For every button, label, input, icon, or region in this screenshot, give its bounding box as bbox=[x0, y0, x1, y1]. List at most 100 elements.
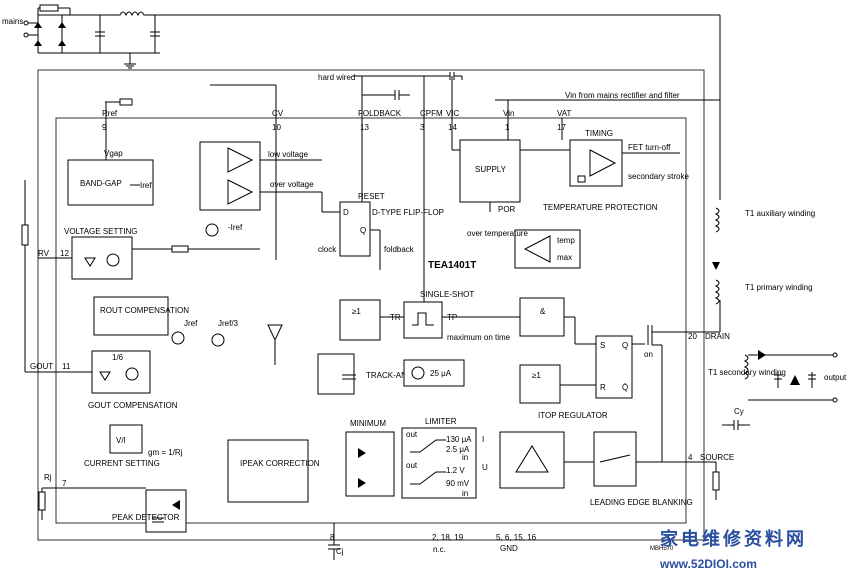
temp-label: temp bbox=[557, 236, 575, 245]
low-voltage-label: low voltage bbox=[268, 150, 309, 159]
pin13: 13 bbox=[360, 123, 369, 132]
minus-iref-label: -Iref bbox=[228, 223, 243, 232]
bandgap-label: BAND-GAP bbox=[80, 179, 122, 188]
mv90-label: 90 mV bbox=[446, 479, 470, 488]
max-on-time-label: maximum on time bbox=[447, 333, 511, 342]
pin9: 9 bbox=[102, 123, 107, 132]
clock-label: clock bbox=[318, 245, 337, 254]
or-gate-1 bbox=[339, 299, 381, 341]
d-label: D bbox=[343, 208, 349, 217]
watermark-url: www.52DIOI.com bbox=[659, 557, 757, 571]
on-label: on bbox=[644, 350, 653, 359]
cpfm-label: CPFM bbox=[420, 109, 443, 118]
leading-edge-label: LEADING EDGE BLANKING bbox=[590, 498, 693, 507]
voltage-setting-block bbox=[71, 236, 133, 280]
limiter-label: LIMITER bbox=[425, 417, 457, 426]
ic-inner-outline bbox=[55, 117, 687, 524]
out1-label: out bbox=[406, 430, 418, 439]
supply-label: SUPPLY bbox=[475, 165, 507, 174]
over-voltage-label: over voltage bbox=[270, 180, 314, 189]
or1-label: ≥1 bbox=[352, 307, 361, 316]
pins-gnd: 5, 6, 15, 16 bbox=[496, 533, 537, 542]
rv-label: RV bbox=[38, 249, 50, 258]
pins-nc: 2, 18, 19 bbox=[432, 533, 464, 542]
pin8: 8 bbox=[330, 533, 335, 542]
peak-detector-label: PEAK DETECTOR bbox=[112, 513, 180, 522]
minimum-block bbox=[345, 431, 395, 497]
gm-label: gm = 1/Rj bbox=[148, 448, 183, 457]
a25-label: 2.5 μA bbox=[446, 445, 470, 454]
watermark-cn: 家电维修资料网 bbox=[660, 528, 807, 549]
pin3: 3 bbox=[420, 123, 425, 132]
vgap-label: Vgap bbox=[104, 149, 123, 158]
vin-note: Vin from mains rectifier and filter bbox=[565, 91, 680, 100]
iref-label: Iref bbox=[140, 181, 152, 190]
in2-label: in bbox=[462, 489, 468, 498]
pin14: 14 bbox=[448, 123, 457, 132]
mbh-label: MBH570 bbox=[650, 546, 674, 552]
pin11: 11 bbox=[62, 362, 71, 371]
qbar-label: Q̄ bbox=[622, 383, 628, 392]
s-label: S bbox=[600, 341, 605, 350]
track-hold-label: TRACK-AND-HOLD bbox=[366, 371, 438, 380]
rref-label: Rref bbox=[102, 109, 118, 118]
vic-label: VIC bbox=[446, 109, 460, 118]
peak-detector-block bbox=[145, 489, 187, 533]
gout-comp-label: GOUT COMPENSATION bbox=[88, 401, 178, 410]
dtype-label: D-TYPE FLIP-FLOP bbox=[372, 208, 444, 217]
nc-label: n.c. bbox=[433, 545, 446, 554]
vat-label: VAT bbox=[557, 109, 571, 118]
current-setting-label: CURRENT SETTING bbox=[84, 459, 160, 468]
t1-secondary-label: T1 secondary winding bbox=[708, 368, 786, 377]
i25-label: 25 μA bbox=[430, 369, 452, 378]
jref3-label: Jref/3 bbox=[218, 319, 239, 328]
t1-primary-label: T1 primary winding bbox=[745, 283, 813, 292]
drain-label: DRAIN bbox=[705, 332, 730, 341]
u-label: U bbox=[482, 463, 488, 472]
rj-label: Rj bbox=[44, 473, 52, 482]
foldback-label: foldback bbox=[384, 245, 415, 254]
gout-label: GOUT bbox=[30, 362, 53, 371]
cj-label: Cj bbox=[336, 547, 344, 556]
jref-label: Jref bbox=[184, 319, 198, 328]
rout-comp-block bbox=[93, 296, 169, 336]
single-shot-block bbox=[403, 301, 443, 339]
one-sixth-label: 1/6 bbox=[112, 353, 124, 362]
pin10: 10 bbox=[272, 123, 281, 132]
tea-label: TEA1401T bbox=[428, 260, 476, 271]
q-label: Q bbox=[360, 226, 366, 235]
t1-aux-label: T1 auxiliary winding bbox=[745, 209, 815, 218]
cv-label: CV bbox=[272, 109, 284, 118]
max-label: max bbox=[557, 253, 572, 262]
pin7: 7 bbox=[62, 479, 67, 488]
in1-label: in bbox=[462, 453, 468, 462]
pin12: 12 bbox=[60, 249, 69, 258]
itop-reg-label: ITOP REGULATOR bbox=[538, 411, 608, 420]
sr-flipflop bbox=[595, 335, 633, 399]
q-out-label: Q bbox=[622, 341, 628, 350]
and-gate bbox=[519, 297, 565, 337]
v12-label: 1.2 V bbox=[446, 466, 465, 475]
r-label: R bbox=[600, 383, 606, 392]
single-shot-label: SINGLE-SHOT bbox=[420, 290, 474, 299]
supply-block bbox=[459, 139, 521, 203]
and-label: & bbox=[540, 307, 546, 316]
reset-label: RESET bbox=[358, 192, 385, 201]
bandgap-block bbox=[67, 159, 154, 206]
fet-turnoff-label: FET turn-off bbox=[628, 143, 671, 152]
or-gate-2 bbox=[519, 364, 561, 404]
i-label: I bbox=[482, 435, 484, 444]
mains-rectifier bbox=[23, 4, 720, 69]
voltage-setting-label: VOLTAGE SETTING bbox=[64, 227, 138, 236]
hard-wired-label: hard wired bbox=[318, 73, 355, 82]
over-temperature-label: over temperature bbox=[467, 229, 528, 238]
vi-label: V/I bbox=[116, 436, 126, 445]
vin-label: Vin bbox=[503, 109, 514, 118]
current-setting-block bbox=[109, 424, 143, 454]
secondary-stroke-label: secondary stroke bbox=[628, 172, 689, 181]
temp-protection-label: TEMPERATURE PROTECTION bbox=[543, 203, 658, 212]
cy-label: Cy bbox=[734, 407, 744, 416]
minimum-label: MINIMUM bbox=[350, 419, 386, 428]
